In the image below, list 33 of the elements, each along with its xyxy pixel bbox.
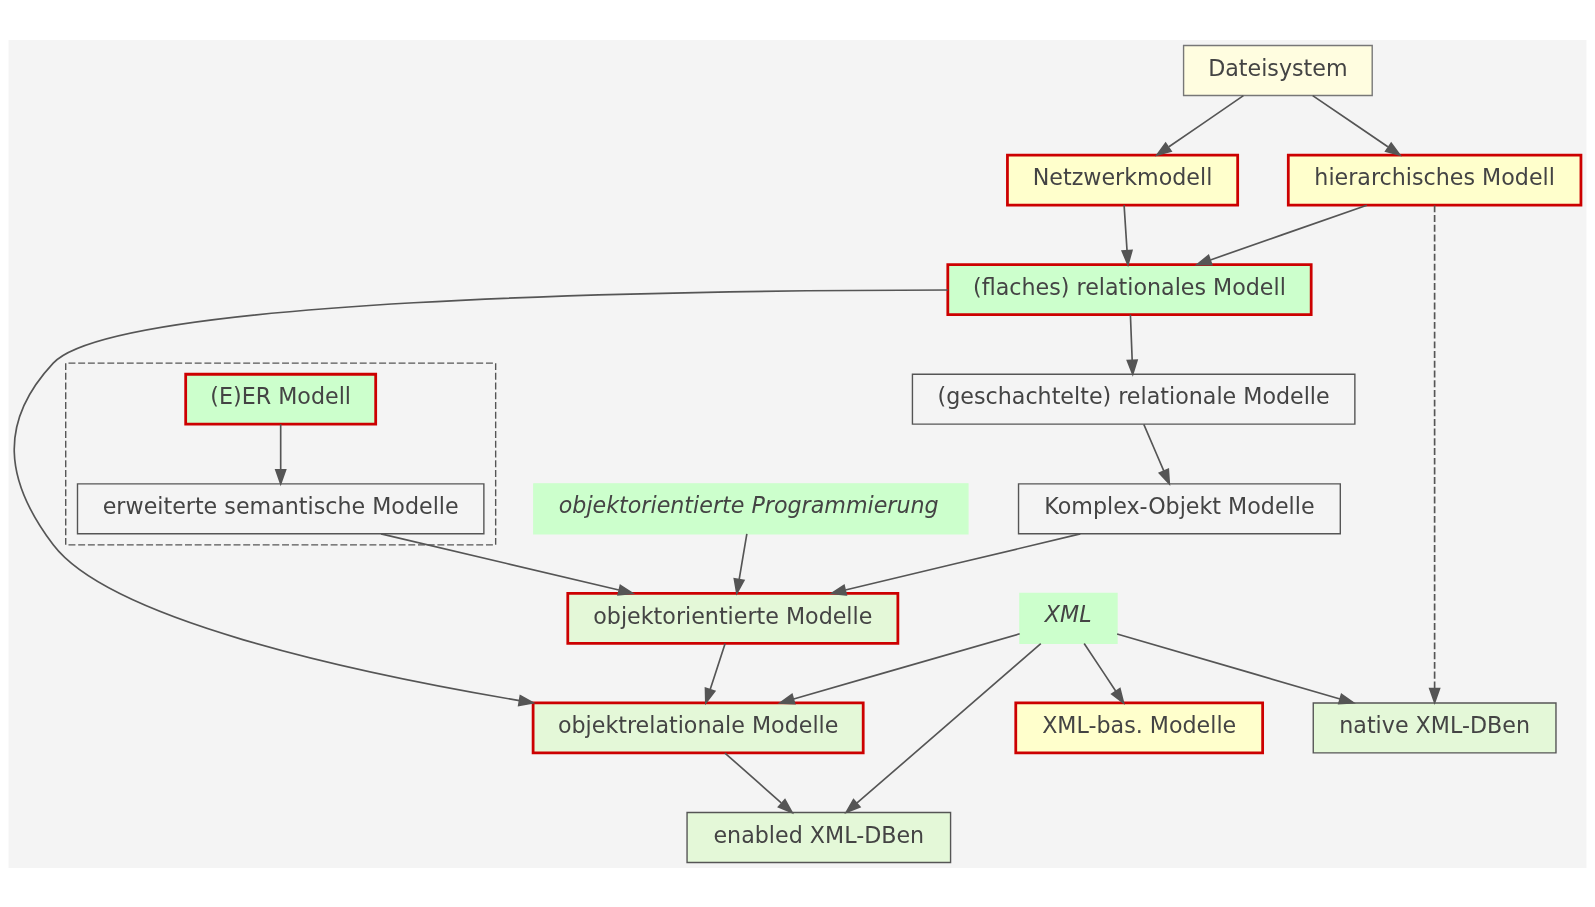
arrow xyxy=(733,532,748,596)
arrow xyxy=(1194,203,1368,265)
cluster xyxy=(65,361,497,546)
node-box: XML-bas. Modelle xyxy=(1014,701,1265,754)
node-box: Netzwerkmodell xyxy=(1006,153,1240,206)
arrow xyxy=(844,642,1042,814)
arrow xyxy=(704,642,726,705)
arrow xyxy=(13,288,949,706)
arrow xyxy=(1116,632,1356,705)
arrow xyxy=(1154,94,1245,156)
node-box: hierarchisches Modell xyxy=(1286,153,1583,206)
node-box: (flaches) relationales Modell xyxy=(946,262,1313,316)
node-box: objektorientierte Modelle xyxy=(566,591,900,645)
arrow xyxy=(1428,204,1441,705)
arrow xyxy=(829,532,1082,596)
node-box: native XML-DBen xyxy=(1312,701,1557,754)
arrow xyxy=(777,632,1021,705)
arrow xyxy=(1083,642,1125,705)
node-box: objektorientierte Programmierung xyxy=(533,482,969,534)
arrow xyxy=(274,423,287,486)
arrow xyxy=(1142,423,1171,486)
node-box: XML xyxy=(1019,592,1118,644)
arrow xyxy=(724,751,794,814)
node-box: (geschachtelte) relationale Modelle xyxy=(911,373,1356,425)
node-box: (E)ER Modell xyxy=(184,372,378,426)
arrow xyxy=(1311,94,1402,156)
node-box: erweiterte semantische Modelle xyxy=(76,482,485,534)
node-box: Dateisystem xyxy=(1182,44,1373,96)
arrow xyxy=(1126,313,1139,377)
node-box: objektrelationale Modelle xyxy=(531,701,865,754)
node-box: enabled XML-DBen xyxy=(686,811,952,863)
node-box: Komplex-Objekt Modelle xyxy=(1017,482,1341,534)
arrow xyxy=(1121,203,1133,267)
